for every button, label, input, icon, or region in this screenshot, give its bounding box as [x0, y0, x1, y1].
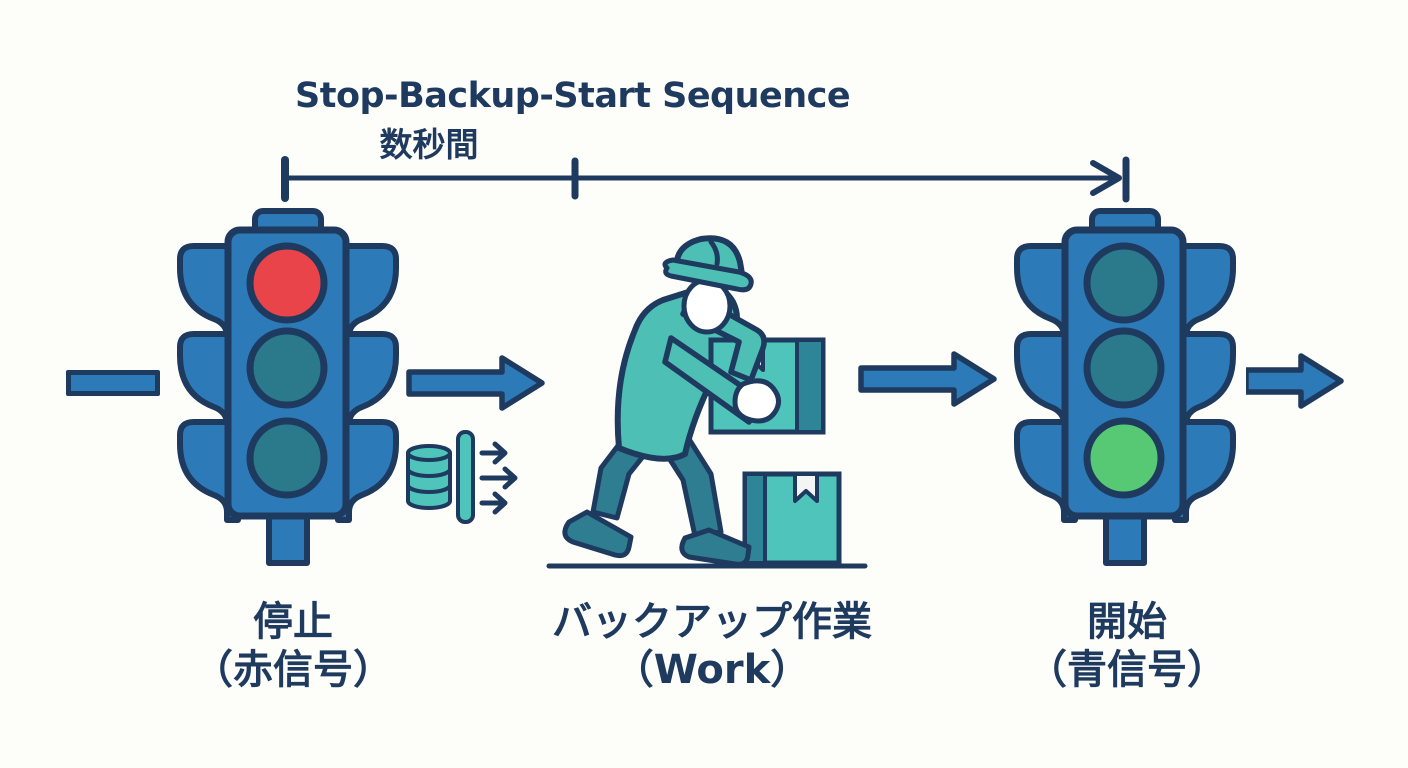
duration-label: 数秒間	[379, 125, 479, 164]
flow-arrow-icon	[858, 351, 997, 407]
traffic-light-post	[1103, 511, 1147, 566]
stage-stop-line2: （赤信号）	[193, 647, 393, 693]
traffic-light-go-icon	[1014, 208, 1236, 566]
stage-start-line1: 開始	[1087, 599, 1167, 645]
box-on-ground	[742, 471, 842, 566]
red-light-off	[1083, 242, 1165, 324]
yellow-light-off	[246, 327, 328, 409]
stage-backup-line1: バックアップ作業	[552, 599, 872, 645]
incoming-flow-bar	[66, 370, 160, 396]
green-light-off	[246, 417, 328, 499]
page-title: Stop-Backup-Start Sequence	[295, 76, 851, 116]
red-light-on	[246, 242, 328, 324]
timeline-arrow-icon	[281, 156, 1130, 203]
database-transfer-icon	[406, 430, 518, 524]
stage-stop-line1: 停止	[253, 599, 333, 645]
stage-backup-line2: （Work）	[613, 647, 811, 693]
flow-arrow-icon	[406, 355, 545, 411]
traffic-light-stop-icon	[177, 208, 399, 566]
hard-hat-icon	[662, 235, 754, 293]
worker-hand	[732, 378, 781, 424]
stage-label-start: 開始 （青信号）	[952, 598, 1302, 694]
stage-start-line2: （青信号）	[1027, 647, 1227, 693]
flow-arrow-icon	[1246, 353, 1344, 409]
green-light-on	[1083, 417, 1165, 499]
stage-label-backup: バックアップ作業 （Work）	[487, 598, 937, 694]
traffic-light-post	[266, 511, 310, 566]
yellow-light-off	[1083, 327, 1165, 409]
worker-backup-icon	[546, 235, 868, 569]
stage-label-stop: 停止 （赤信号）	[118, 598, 468, 694]
